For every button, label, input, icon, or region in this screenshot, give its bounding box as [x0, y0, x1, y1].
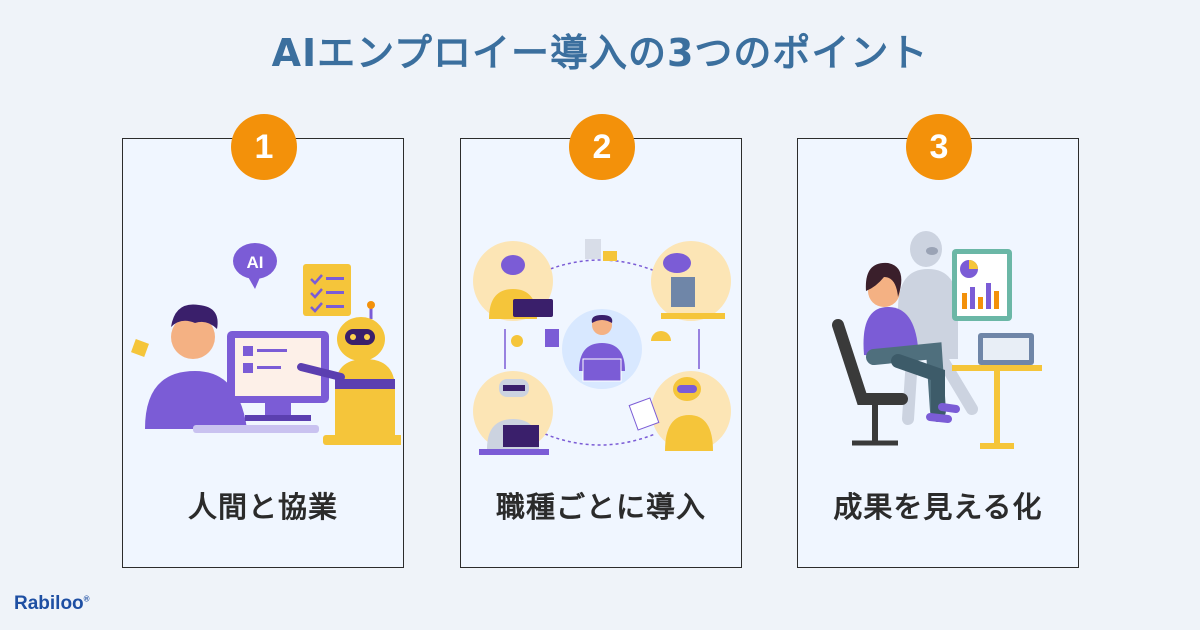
- ai-bubble-label: AI: [247, 253, 264, 272]
- number-badge: 1: [231, 114, 297, 180]
- brand-logo[interactable]: Rabiloo®: [14, 593, 90, 615]
- card-caption: 人間と協業: [187, 490, 338, 524]
- card-caption: 職種ごとに導入: [495, 490, 706, 524]
- number-badge: 2: [569, 114, 635, 180]
- number-badge: 3: [906, 114, 972, 180]
- result-visualization-illustration: [832, 231, 1042, 449]
- brand-name: Rabiloo: [14, 593, 84, 614]
- registered-mark: ®: [83, 594, 90, 604]
- point-card-2: 2: [460, 114, 742, 568]
- role-based-robots-illustration: [473, 239, 731, 455]
- point-card-3: 3 成果を見える化: [797, 114, 1079, 568]
- human-robot-collaboration-illustration: AI: [131, 243, 401, 445]
- page-title: AIエンプロイー導入の3つのポイント: [271, 31, 929, 75]
- point-card-1: 1 AI 人間と協業: [122, 114, 404, 568]
- card-caption: 成果を見える化: [833, 490, 1043, 524]
